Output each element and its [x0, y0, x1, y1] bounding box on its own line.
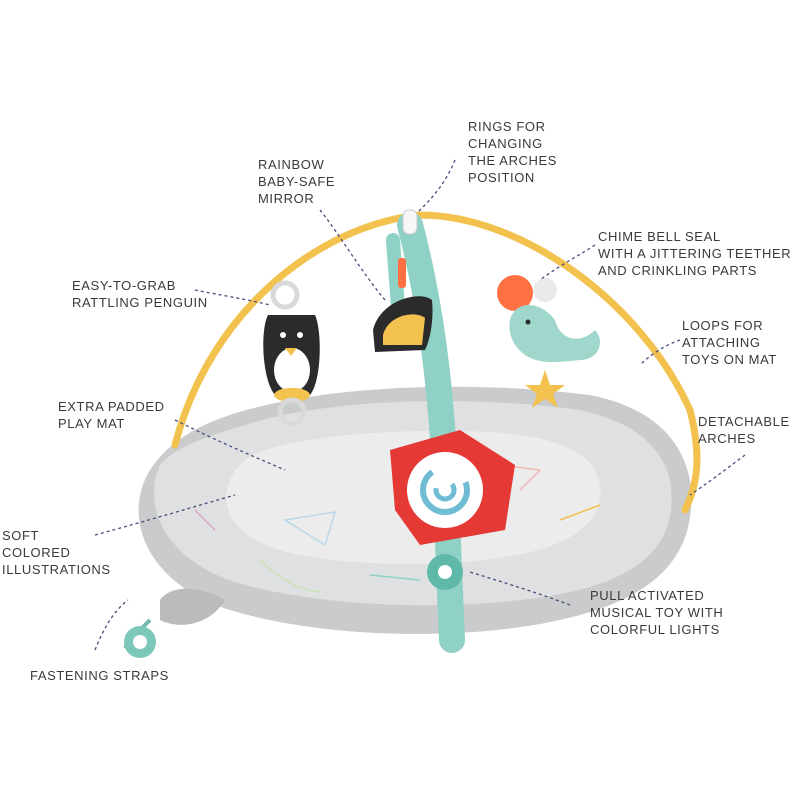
callout-illustrations-line-3: ILLUSTRATIONS	[2, 562, 111, 577]
callout-arches-line-2: ARCHES	[698, 431, 756, 446]
callout-musical-line-3: COLORFUL LIGHTS	[590, 622, 720, 637]
callout-arches-line-1: DETACHABLE	[698, 414, 790, 429]
callout-chime-line-3: AND CRINKLING PARTS	[598, 263, 758, 278]
callout-chime-line-1: CHIME BELL SEAL	[598, 229, 721, 244]
leader-rings	[417, 159, 456, 213]
callout-musical-line-2: MUSICAL TOY WITH	[590, 605, 724, 620]
leader-musical	[469, 571, 571, 606]
mat-front-fold	[160, 588, 225, 625]
callout-straps: FASTENING STRAPS	[30, 667, 169, 684]
callout-mat-line-1: EXTRA PADDED	[58, 399, 165, 414]
musical-toy-dial	[407, 452, 483, 528]
leader-straps	[94, 599, 129, 651]
callout-musical: PULL ACTIVATED MUSICAL TOY WITH COLORFUL…	[590, 587, 723, 638]
penguin-ring	[270, 280, 300, 310]
callout-mat-line-2: PLAY MAT	[58, 416, 125, 431]
leader-lines	[94, 159, 746, 651]
callout-rings: RINGS FOR CHANGING THE ARCHES POSITION	[468, 118, 557, 186]
callout-loops-line-1: LOOPS FOR	[682, 318, 764, 333]
callout-mirror-line-2: BABY-SAFE	[258, 174, 336, 189]
arch-ring	[402, 209, 418, 235]
callout-rings-line-2: CHANGING	[468, 136, 543, 151]
leader-arches	[689, 454, 746, 496]
callout-penguin-line-1: EASY-TO-GRAB	[72, 278, 177, 293]
callout-loops-line-3: TOYS ON MAT	[682, 352, 777, 367]
callout-illustrations: SOFT COLORED ILLUSTRATIONS	[2, 527, 111, 578]
callout-loops-line-2: ATTACHING	[682, 335, 761, 350]
callout-penguin: EASY-TO-GRAB RATTLING PENGUIN	[72, 277, 208, 311]
callout-straps-line-1: FASTENING STRAPS	[30, 668, 169, 683]
callout-rings-line-3: THE ARCHES	[468, 153, 558, 168]
leader-mat	[174, 419, 286, 471]
leader-penguin	[194, 289, 271, 306]
musical-toy	[390, 430, 515, 590]
rainbow-mirror-toy	[373, 258, 433, 352]
callout-arches: DETACHABLE ARCHES	[698, 413, 790, 447]
fastening-strap	[123, 618, 156, 658]
chime-seal-toy	[497, 275, 600, 408]
callout-illustrations-line-2: COLORED	[2, 545, 71, 560]
callout-mat: EXTRA PADDED PLAY MAT	[58, 398, 165, 432]
callout-loops: LOOPS FOR ATTACHING TOYS ON MAT	[682, 317, 777, 368]
leader-loops	[639, 339, 681, 366]
leader-mirror	[319, 209, 386, 301]
leader-illustrations	[94, 494, 236, 536]
callout-penguin-line-2: RATTLING PENGUIN	[72, 295, 208, 310]
callout-mirror-line-3: MIRROR	[258, 191, 315, 206]
callout-rings-line-4: POSITION	[468, 170, 535, 185]
callout-mirror-line-1: RAINBOW	[258, 157, 325, 172]
callout-mirror: RAINBOW BABY-SAFE MIRROR	[258, 156, 335, 207]
callout-chime-line-2: WITH A JITTERING TEETHER	[598, 246, 792, 261]
callout-rings-line-1: RINGS FOR	[468, 119, 546, 134]
leader-chime	[539, 244, 596, 281]
callout-illustrations-line-1: SOFT	[2, 528, 40, 543]
penguin-toy	[263, 280, 320, 427]
callout-musical-line-1: PULL ACTIVATED	[590, 588, 705, 603]
callout-chime: CHIME BELL SEAL WITH A JITTERING TEETHER…	[598, 228, 791, 279]
